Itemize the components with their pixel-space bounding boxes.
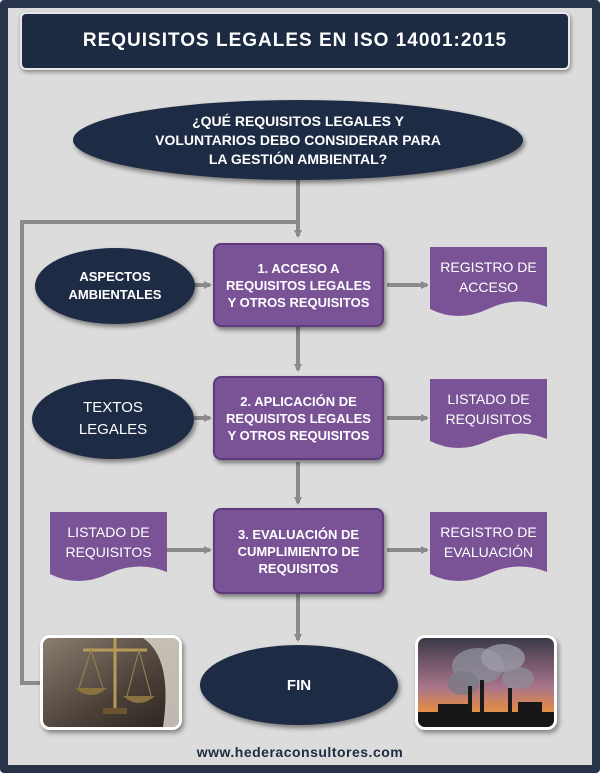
- footer-website: www.hederaconsultores.com: [196, 744, 404, 760]
- document-shape-icon: [430, 247, 547, 316]
- input-aspectos-ambientales: ASPECTOS AMBIENTALES: [35, 248, 195, 324]
- output-listado-requisitos: LISTADO DE REQUISITOS: [430, 379, 547, 451]
- output-registro-evaluacion: REGISTRO DE EVALUACIÓN: [430, 512, 547, 584]
- industrial-smokestacks-photo: [415, 635, 557, 730]
- document-shape-icon: [50, 512, 167, 581]
- input-listado-requisitos: LISTADO DE REQUISITOS: [50, 512, 167, 584]
- scales-icon: [43, 638, 179, 727]
- question-ellipse: ¿QUÉ REQUISITOS LEGALES Y VOLUNTARIOS DE…: [73, 100, 523, 180]
- document-shape-icon: [430, 512, 547, 581]
- input-textos-legales: TEXTOS LEGALES: [32, 379, 194, 459]
- step-1-process: 1. ACCESO A REQUISITOS LEGALES Y OTROS R…: [213, 243, 384, 327]
- factory-icon: [418, 638, 554, 727]
- document-shape-icon: [430, 379, 547, 448]
- feedback-loop-line: [20, 220, 298, 685]
- step-2-process: 2. APLICACIÓN DE REQUISITOS LEGALES Y OT…: [213, 376, 384, 460]
- output-registro-evaluacion-label: REGISTRO DE EVALUACIÓN: [440, 524, 537, 560]
- input-listado-label: LISTADO DE REQUISITOS: [65, 524, 152, 560]
- output-registro-acceso-label: REGISTRO DE ACCESO: [440, 259, 537, 295]
- step-3-process: 3. EVALUACIÓN DE CUMPLIMIENTO DE REQUISI…: [213, 508, 384, 594]
- output-registro-acceso: REGISTRO DE ACCESO: [430, 247, 547, 319]
- end-ellipse: FIN: [200, 645, 398, 725]
- output-listado-requisitos-label: LISTADO DE REQUISITOS: [445, 391, 532, 427]
- scales-of-justice-photo: [40, 635, 182, 730]
- page-title: REQUISITOS LEGALES EN ISO 14001:2015: [20, 12, 570, 70]
